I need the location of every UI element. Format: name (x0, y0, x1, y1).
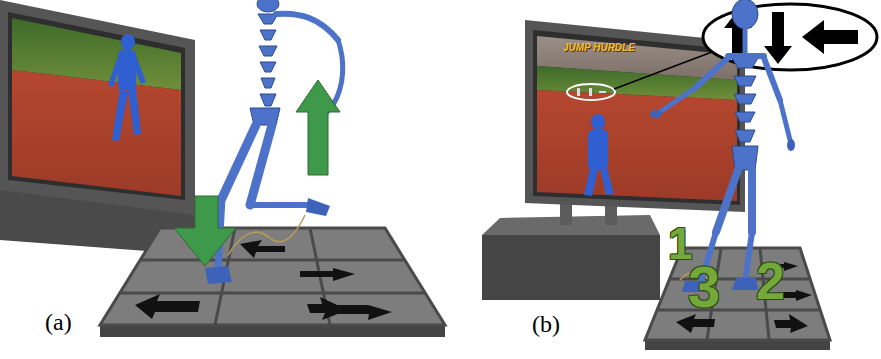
dance-pad-a (100, 228, 445, 337)
skeleton-figure-b-part (660, 30, 790, 285)
monitor-b-part (537, 90, 737, 201)
skeleton-figure-b-part-part (748, 170, 756, 232)
skeleton-figure-a-part-part (250, 202, 310, 208)
monitor-b-part-part (591, 114, 605, 130)
skeleton-figure-b-part-part (787, 139, 795, 151)
skeleton-figure-b-part-part (734, 94, 756, 104)
skeleton-figure-b-part-part (734, 76, 756, 86)
skeleton-figure-b-part-part (732, 278, 758, 290)
dance-pad-a-part-part (240, 240, 285, 258)
skeleton-figure-b-part-part (728, 53, 764, 59)
dance-pad-a-part-part (300, 268, 355, 281)
monitor-a-part-part (121, 34, 135, 50)
skeleton-figure-a-part-part (259, 46, 277, 56)
dance-pad-a-part (100, 325, 445, 337)
skeleton-figure-b-part-part (735, 112, 755, 122)
callout-part-part (764, 12, 792, 64)
skeleton-figure-a-part-part (333, 40, 343, 105)
skeleton-figure-a-part (218, 14, 343, 270)
callout-number: 3 (688, 258, 720, 316)
callout-part-part (802, 20, 858, 54)
monitor-b-part-part (588, 130, 608, 170)
monitor-a-part-part (128, 88, 141, 135)
dance-pad-a-part-part (140, 259, 405, 262)
monitor-b-part (577, 88, 606, 96)
skeleton-figure-b-part-part (743, 30, 748, 56)
callout-number: 2 (756, 255, 785, 307)
monitor-b-part (482, 235, 660, 300)
skeleton-figure-a-part-part (257, 0, 279, 12)
skeleton-figure-a-part-part (261, 78, 275, 88)
dance-pad-b-part-part (657, 309, 820, 312)
dance-pad-a-part-part (135, 294, 200, 319)
skeleton-figure-a-part-part (260, 94, 276, 106)
monitor-b-part-part (599, 91, 606, 93)
dance-pad-a-part-part (100, 228, 445, 325)
skeleton-figure-b-part-part (716, 170, 738, 232)
skeleton-figure-b-part-part (732, 146, 758, 170)
monitor-a-part (12, 70, 181, 196)
dance-pad-a-part (100, 228, 445, 325)
game-title: JUMP HURDLE (563, 43, 635, 53)
monitor-a-part-part (118, 50, 136, 90)
monitor-a-part (108, 34, 146, 141)
skeleton-figure-a-part-part (205, 266, 232, 284)
panel-label: (b) (532, 312, 560, 336)
skeleton-figure-b-part-part (764, 58, 780, 100)
dance-pad-a-part (135, 240, 392, 320)
skeleton-figure-b (650, 0, 795, 292)
motion-arrows-part (296, 80, 340, 175)
dance-pad-a-part (100, 228, 445, 325)
monitor-a-part (0, 0, 195, 215)
skeleton-figure-a-part (250, 0, 280, 125)
skeleton-figure-b-part (732, 0, 758, 170)
panel-label: (a) (45, 310, 72, 334)
monitor-b-part-part (584, 168, 598, 196)
skeleton-figure-a-part-part (276, 14, 338, 40)
monitor-a-part-part (132, 56, 146, 84)
skeleton-figure-a-part-part (250, 125, 272, 205)
skeleton-figure-b-part-part (735, 130, 755, 142)
skeleton-figure-b-part-part (732, 0, 758, 29)
skeleton-figure-a-part-part (306, 198, 330, 216)
monitor-b-part (533, 30, 740, 205)
dance-pad-a-part-part (120, 292, 425, 295)
skeleton-figure-a-part-part (260, 30, 276, 40)
monitor-b-part-part (577, 88, 580, 96)
skeleton-figure-b-part-part (780, 100, 790, 140)
monitor-b-part (584, 114, 614, 196)
dance-pad-b-part-part (774, 314, 808, 333)
monitor-a-part (8, 12, 185, 200)
motion-arrows (174, 80, 340, 266)
monitor-a-part-part (112, 88, 128, 141)
skeleton-figure-a-part (228, 215, 305, 255)
skeleton-figure-b-part-part (660, 88, 695, 112)
skeleton-figure-b-part-part (732, 58, 758, 68)
monitor-a (0, 0, 200, 255)
dance-pad-a-part-part (333, 305, 392, 320)
skeleton-figure-b-part-part (695, 58, 728, 88)
skeleton-figure-b-part-part (650, 110, 662, 118)
monitor-a-part-part (108, 56, 122, 87)
motion-arrows-part (174, 196, 236, 266)
monitor-b-part-part (589, 88, 592, 96)
dance-pad-b-part-part (676, 314, 715, 333)
skeleton-figure-b-part-part (745, 232, 752, 282)
skeleton-figure-a-part-part (260, 62, 276, 72)
monitor-b-part-part (600, 168, 614, 195)
monitor-b-part (567, 84, 615, 100)
